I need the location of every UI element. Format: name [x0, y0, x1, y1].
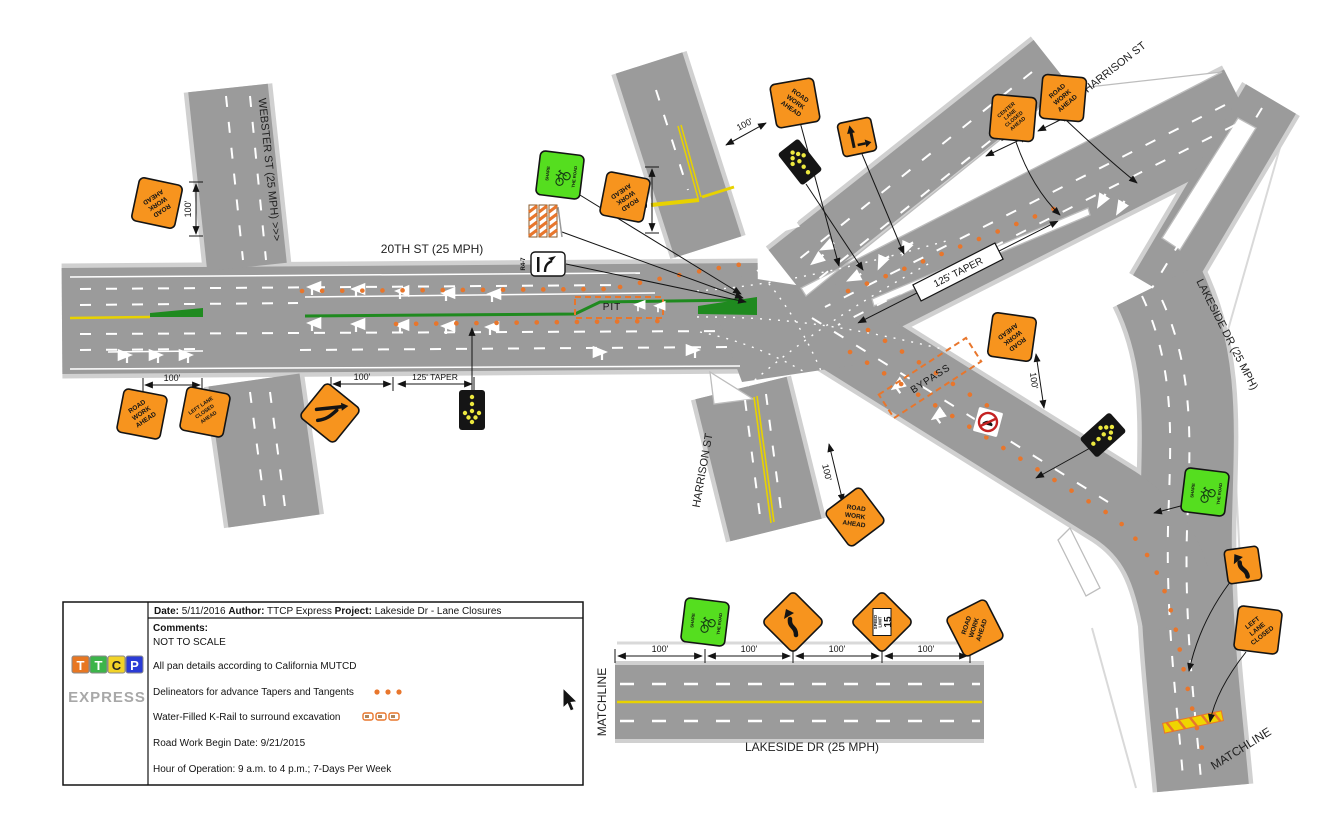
svg-text:100': 100' [354, 372, 371, 382]
svg-text:T: T [95, 658, 103, 673]
markings-ne-roads [786, 71, 1263, 326]
delineators [299, 200, 1205, 751]
intersection-guides [696, 239, 956, 439]
note-mutcd: All pan details according to California … [153, 661, 356, 672]
sign-lane-merge[interactable] [296, 379, 364, 447]
note-krail: Water-Filled K-Rail to surround excavati… [153, 712, 340, 723]
svg-text:THE ROAD: THE ROAD [716, 613, 724, 635]
svg-text:ROAD: ROAD [846, 504, 866, 514]
svg-text:100': 100' [164, 373, 181, 383]
svg-text:100': 100' [1028, 372, 1040, 390]
svg-text:125' TAPER: 125' TAPER [412, 372, 458, 382]
note-hours: Hour of Operation: 9 a.m. to 4 p.m.; 7-D… [153, 764, 392, 775]
title-header: Date: 5/11/2016 Author: TTCP Express Pro… [154, 606, 501, 617]
sign-lane-directions[interactable] [836, 116, 878, 158]
leader-arrows [468, 119, 1247, 723]
note-begin-date: Road Work Begin Date: 9/21/2015 [153, 738, 306, 749]
cursor-icon [562, 686, 579, 712]
comments-label: Comments: [153, 623, 208, 634]
svg-text:SPEED: SPEED [873, 615, 878, 629]
note-scale: NOT TO SCALE [153, 637, 226, 648]
svg-text:SHARE: SHARE [689, 613, 696, 628]
sign-prohibition[interactable] [971, 405, 1005, 439]
sign-reverse-curve[interactable] [762, 591, 824, 653]
svg-text:THE ROAD: THE ROAD [1216, 483, 1224, 505]
krail-legend-icon [362, 712, 400, 721]
svg-text:SHARE: SHARE [1189, 483, 1196, 498]
svg-text:100': 100' [183, 200, 193, 217]
sign-speed-limit-15[interactable]: SPEED LIMIT 15 [851, 591, 913, 653]
svg-text:100': 100' [735, 116, 755, 133]
svg-text:LIMIT: LIMIT [878, 616, 883, 627]
svg-text:SHARE: SHARE [544, 166, 551, 181]
markings-webster-st [225, 95, 287, 516]
svg-text:P: P [130, 658, 139, 673]
sign-reverse-curve[interactable] [1223, 545, 1263, 585]
title-block: Date: 5/11/2016 Author: TTCP Express Pro… [62, 601, 584, 786]
barricade[interactable] [528, 204, 563, 238]
sign-share-the-road[interactable]: SHARE THE ROAD [661, 578, 748, 665]
svg-text:R4-7: R4-7 [521, 257, 527, 271]
detail-strip-dims: 100' 100' 100' 100' [614, 644, 971, 663]
markings-se-roads [744, 295, 1202, 781]
arrow-board[interactable] [777, 138, 822, 186]
svg-text:100': 100' [829, 644, 846, 654]
markings-top-leg [650, 89, 735, 207]
svg-text:100': 100' [918, 644, 935, 654]
label-20th-st: 20TH ST (25 MPH) [381, 242, 483, 256]
label-lakeside-dr-detail: LAKESIDE DR (25 MPH) [745, 740, 879, 754]
svg-text:15: 15 [883, 616, 894, 628]
svg-text:AHEAD: AHEAD [842, 519, 866, 529]
svg-text:100': 100' [741, 644, 758, 654]
pit-zone[interactable]: PIT [574, 296, 664, 319]
svg-text:100': 100' [652, 644, 669, 654]
svg-text:THE ROAD: THE ROAD [571, 166, 579, 188]
svg-text:EXPRESS: EXPRESS [68, 689, 146, 706]
sign-share-the-road[interactable]: SHARE THE ROAD [516, 131, 603, 218]
svg-text:100': 100' [820, 463, 834, 482]
arrow-board[interactable] [459, 390, 485, 430]
pit-label: PIT [603, 302, 622, 313]
svg-text:C: C [112, 658, 122, 673]
svg-text:WORK: WORK [844, 512, 866, 522]
sign-share-the-road[interactable]: SHARE THE ROAD [1161, 448, 1248, 535]
label-matchline-left: MATCHLINE [595, 668, 609, 736]
arrow-board[interactable] [1079, 412, 1126, 458]
sign-keep-right-r4-7[interactable]: R4-7 [521, 251, 566, 277]
note-delineators: Delineators for advance Tapers and Tange… [153, 687, 354, 698]
svg-text:T: T [77, 658, 85, 673]
lakeside-detail-strip [617, 682, 982, 723]
ttcp-logo: T T C P EXPRESS [68, 655, 146, 706]
